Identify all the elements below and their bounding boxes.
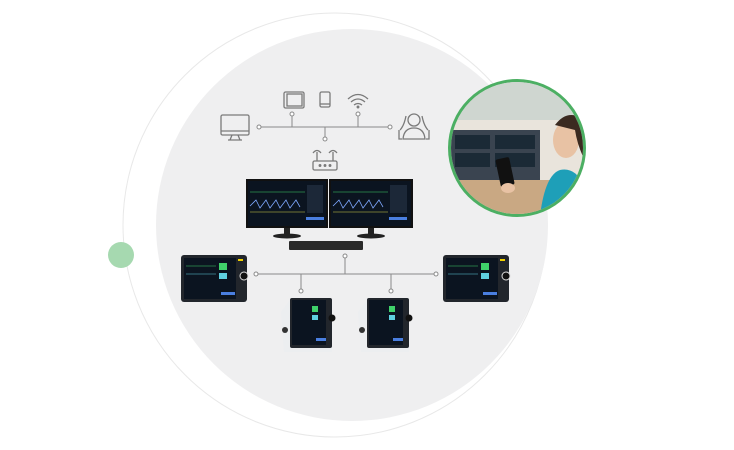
central-monitor-right bbox=[329, 179, 413, 239]
desktop-computer-icon bbox=[220, 114, 250, 141]
central-monitor-left bbox=[246, 179, 328, 239]
users-icon bbox=[398, 113, 430, 140]
central-station bbox=[246, 179, 413, 250]
bottom-network-lines bbox=[253, 253, 439, 294]
bedside-monitor-center-right bbox=[358, 298, 413, 352]
router-icon bbox=[312, 149, 338, 171]
top-network-lines bbox=[256, 111, 393, 142]
bedside-monitor-center-left bbox=[281, 298, 336, 352]
tablet-icon bbox=[283, 91, 305, 109]
keyboard bbox=[289, 241, 363, 250]
bedside-monitor-right bbox=[443, 255, 511, 302]
bedside-monitor-left bbox=[181, 255, 249, 302]
smartphone-icon bbox=[319, 91, 331, 108]
accent-dot bbox=[108, 242, 134, 268]
nurse-photo bbox=[448, 79, 586, 217]
wifi-icon bbox=[347, 93, 369, 109]
